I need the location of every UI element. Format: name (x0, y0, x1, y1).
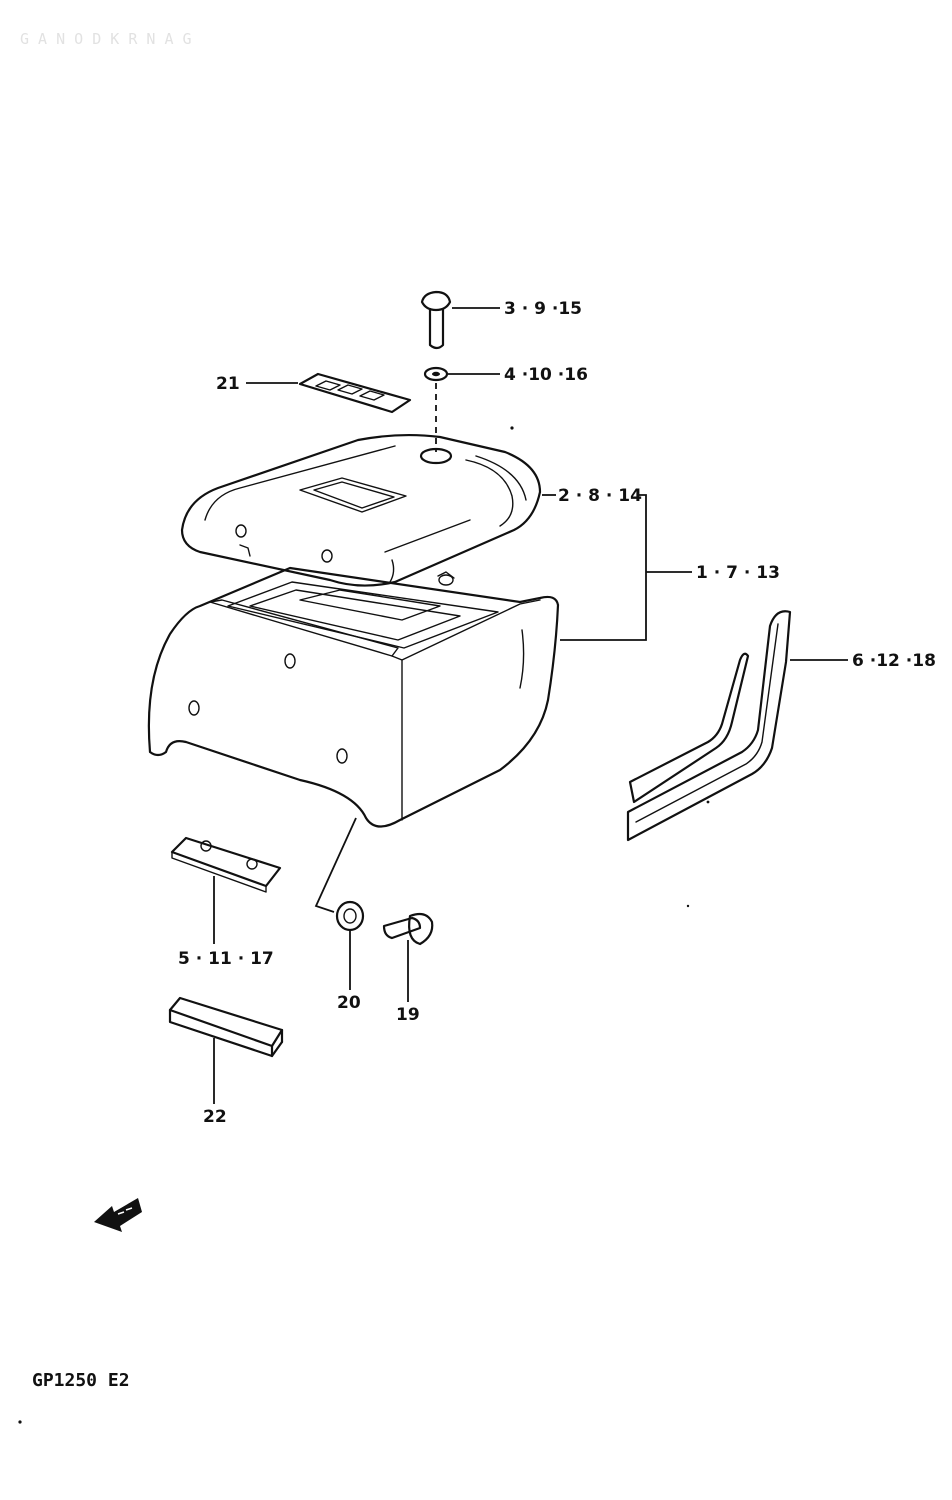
grommet-part (335, 900, 365, 932)
callout-19: 19 (396, 1005, 420, 1025)
emblem-plate-part (298, 372, 412, 414)
front-direction-arrow-icon (94, 1198, 142, 1232)
callout-6-12-18: 6 ·12 ·18 (852, 651, 936, 671)
callout-1-7-13: 1 · 7 · 13 (696, 563, 780, 583)
callout-5-11-17: 5 · 11 · 17 (178, 949, 274, 969)
callout-4-10-16: 4 ·10 ·16 (504, 365, 588, 385)
footer-model-code: GP1250 E2 (32, 1370, 130, 1391)
callout-21: 21 (216, 374, 240, 394)
faint-header-text: G A N O D K R N A G (20, 30, 192, 48)
side-stripe-decals (626, 610, 792, 842)
rubber-plate-part (170, 836, 282, 893)
scan-speck (510, 426, 514, 430)
leader-cowl-to-20 (314, 817, 357, 913)
callout-22: 22 (203, 1107, 227, 1127)
callout-3-9-15: 3 · 9 ·15 (504, 299, 582, 319)
scan-speck (706, 800, 710, 804)
rubber-block-part (168, 996, 284, 1058)
washer-part (423, 366, 449, 382)
seat-cowl-top-cover (180, 433, 542, 587)
seat-tail-cowl (147, 566, 560, 828)
scan-speck (18, 1420, 22, 1424)
scan-speck (686, 904, 690, 908)
bolt-part (382, 912, 434, 946)
callout-2-8-14: 2 · 8 · 14 (558, 486, 642, 506)
callout-20: 20 (337, 993, 361, 1013)
screw-part (420, 290, 452, 350)
bracket-1-7-13 (560, 494, 647, 641)
